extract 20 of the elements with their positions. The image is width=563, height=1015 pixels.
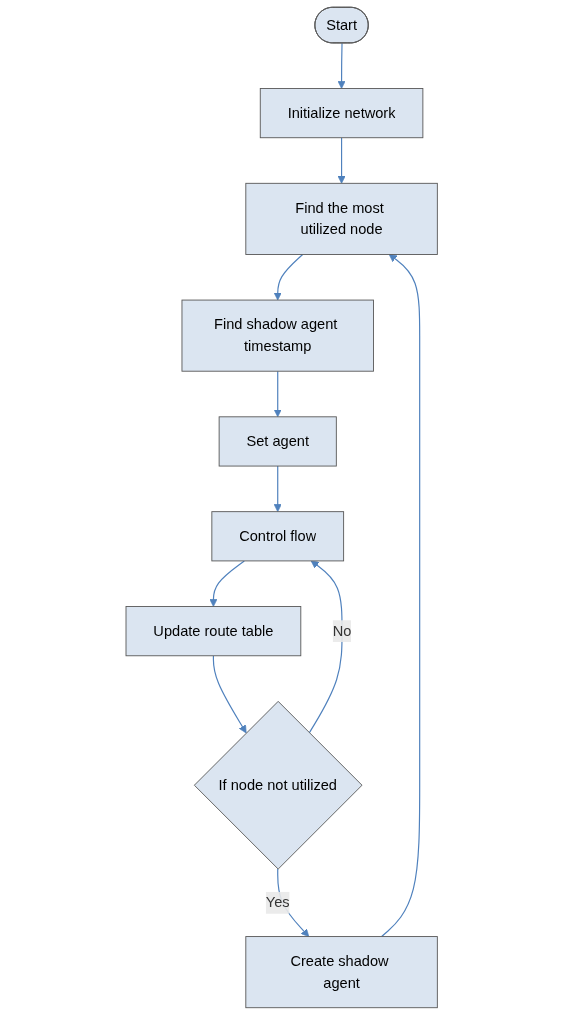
arrow xyxy=(273,253,304,301)
arrow xyxy=(273,370,282,418)
node-box: Find the most utilized node xyxy=(245,182,438,255)
node-box: Find shadow agent timestamp xyxy=(181,299,374,372)
node-box: Create shadow agent xyxy=(245,936,438,1009)
edge-label: No xyxy=(332,622,352,639)
arrow xyxy=(276,868,309,937)
node-box: Control flow xyxy=(211,511,344,562)
arrow xyxy=(337,42,346,89)
arrow xyxy=(209,560,245,607)
arrow xyxy=(273,465,282,513)
node-diamond: If node not utilized xyxy=(193,700,363,870)
arrow xyxy=(337,137,346,184)
node-box: Initialize network xyxy=(259,88,424,139)
edge-label: Yes xyxy=(265,894,290,911)
arrow xyxy=(308,560,343,734)
node-box: Update route table xyxy=(125,606,302,657)
arrow xyxy=(380,254,421,938)
node-box: Set agent xyxy=(218,416,337,467)
arrow xyxy=(212,655,247,734)
